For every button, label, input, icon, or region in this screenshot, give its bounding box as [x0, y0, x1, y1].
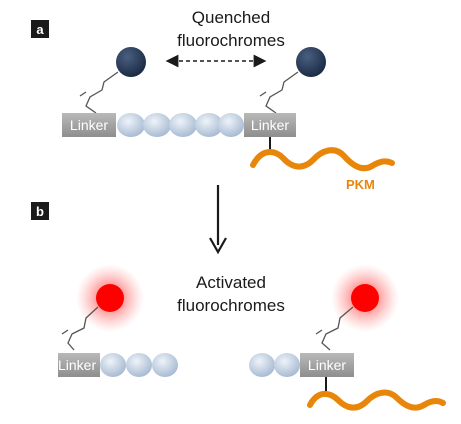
panel-b-pkm-enzyme-strand [307, 389, 446, 411]
left-quenched-fluorochrome [79, 47, 146, 114]
panel-b-label-box [31, 202, 49, 220]
bead [126, 353, 152, 377]
bead [249, 353, 275, 377]
activated-caption-line2: fluorochromes [177, 296, 285, 315]
panel-a-letter: a [36, 22, 44, 37]
right-quenched-fluorochrome [259, 47, 326, 114]
bead [169, 113, 197, 137]
panel-a-label-box [31, 20, 49, 38]
panel-b-right-linker: Linker [300, 353, 354, 377]
panel-b: b Activated fluorochromes Linker [31, 202, 446, 411]
right-activated-tether [321, 306, 354, 351]
panel-a-left-linker-label: Linker [70, 117, 108, 133]
bead [195, 113, 223, 137]
panel-b-right-linker-label: Linker [308, 357, 346, 373]
bead [152, 353, 178, 377]
right-carbonyl-bond [259, 91, 267, 97]
right-activated-dye [351, 284, 379, 312]
panel-b-left-linker-box [58, 353, 100, 377]
left-activated-fluorochrome [61, 264, 144, 351]
panel-b-left-linker: Linker [58, 353, 100, 377]
panel-b-left-linker-label: Linker [58, 357, 96, 373]
left-carbonyl-bond [79, 91, 87, 97]
panel-a-left-linker: Linker [62, 113, 116, 137]
bead [274, 353, 300, 377]
panel-b-letter: b [36, 204, 44, 219]
left-dye-tether [85, 71, 119, 114]
quenched-caption-line1: Quenched [192, 8, 270, 27]
panel-a-right-linker-box [244, 113, 296, 137]
left-activated-tether [67, 306, 99, 351]
bead [143, 113, 171, 137]
panel-a-left-linker-box [62, 113, 116, 137]
right-quenched-dye [296, 47, 326, 77]
left-activated-carbonyl-bond [61, 329, 69, 335]
panel-a-right-linker: Linker [244, 113, 296, 137]
panel-a-bead-chain [117, 113, 244, 137]
panel-a-right-linker-label: Linker [251, 117, 289, 133]
left-quenched-dye [116, 47, 146, 77]
bead [117, 113, 145, 137]
right-dye-tether [265, 71, 299, 114]
bead [100, 353, 126, 377]
right-activated-carbonyl-bond [315, 329, 323, 335]
panel-b-left-bead-chain [100, 353, 178, 377]
activated-caption-line1: Activated [196, 273, 266, 292]
down-arrow-icon [209, 185, 227, 255]
panel-b-right-linker-box [300, 353, 354, 377]
pkm-label: PKM [346, 177, 375, 192]
left-activated-dye [96, 284, 124, 312]
bead [218, 113, 244, 137]
panel-a: a Quenched fluorochromes Linker [31, 8, 395, 192]
right-activated-fluorochrome [315, 264, 399, 351]
quenched-caption-line2: fluorochromes [177, 31, 285, 50]
panel-b-right-bead-chain [249, 353, 300, 377]
pkm-enzyme-strand [250, 147, 395, 172]
